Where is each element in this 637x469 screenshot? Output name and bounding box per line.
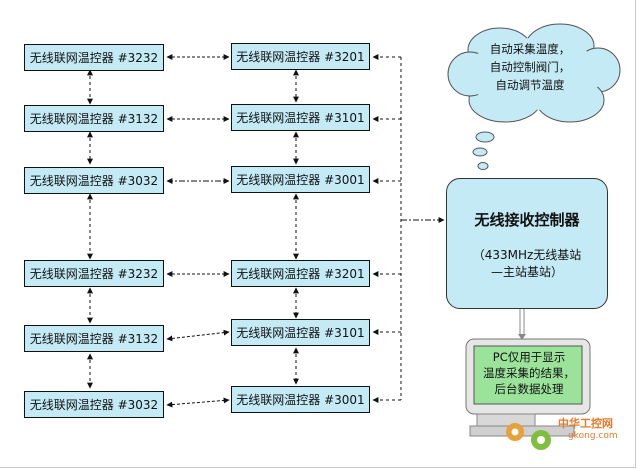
pc-line-3: 后台数据处理 [494, 382, 564, 396]
cloud-shape [447, 23, 621, 170]
controller-sub-1: （433MHz无线基站 [472, 248, 582, 262]
cloud-text: 自动采集温度， 自动控制阀门， 自动调节温度 [462, 40, 598, 94]
pc-screen-text: PC仅用于显示 温度采集的结果， 后台数据处理 [475, 349, 583, 397]
node-r4: 无线联网温控器 #3201 [231, 260, 370, 287]
watermark-text: 中华工控网 [558, 417, 613, 430]
watermark-url: gkong.com [568, 431, 618, 441]
controller-subtitle: （433MHz无线基站 —主站基站） [447, 247, 607, 281]
link-l5-r5 [166, 329, 230, 342]
node-r3: 无线联网温控器 #3001 [231, 166, 370, 193]
pc-line-2: 温度采集的结果， [483, 366, 575, 380]
pc-line-1: PC仅用于显示 [492, 350, 566, 364]
node-l3: 无线联网温控器 #3032 [24, 167, 164, 194]
node-r5: 无线联网温控器 #3101 [231, 319, 370, 346]
cloud-line-3: 自动调节温度 [495, 78, 565, 92]
wireless-controller: 无线接收控制器 （433MHz无线基站 —主站基站） [446, 178, 608, 309]
node-r2: 无线联网温控器 #3101 [231, 104, 370, 131]
node-l2: 无线联网温控器 #3132 [24, 105, 164, 132]
node-l4: 无线联网温控器 #3232 [24, 260, 164, 287]
node-l5: 无线联网温控器 #3132 [24, 325, 164, 352]
node-l1: 无线联网温控器 #3232 [24, 44, 164, 71]
link-l6-r6 [166, 397, 230, 408]
cloud-line-2: 自动控制阀门， [489, 60, 571, 74]
node-r6: 无线联网温控器 #3001 [231, 386, 370, 413]
cloud-line-1: 自动采集温度， [489, 42, 571, 56]
gear-icon [506, 423, 551, 450]
node-l6: 无线联网温控器 #3032 [24, 391, 164, 418]
node-r1: 无线联网温控器 #3201 [231, 43, 370, 70]
controller-title: 无线接收控制器 [474, 211, 580, 229]
controller-sub-2: —主站基站） [490, 265, 563, 279]
